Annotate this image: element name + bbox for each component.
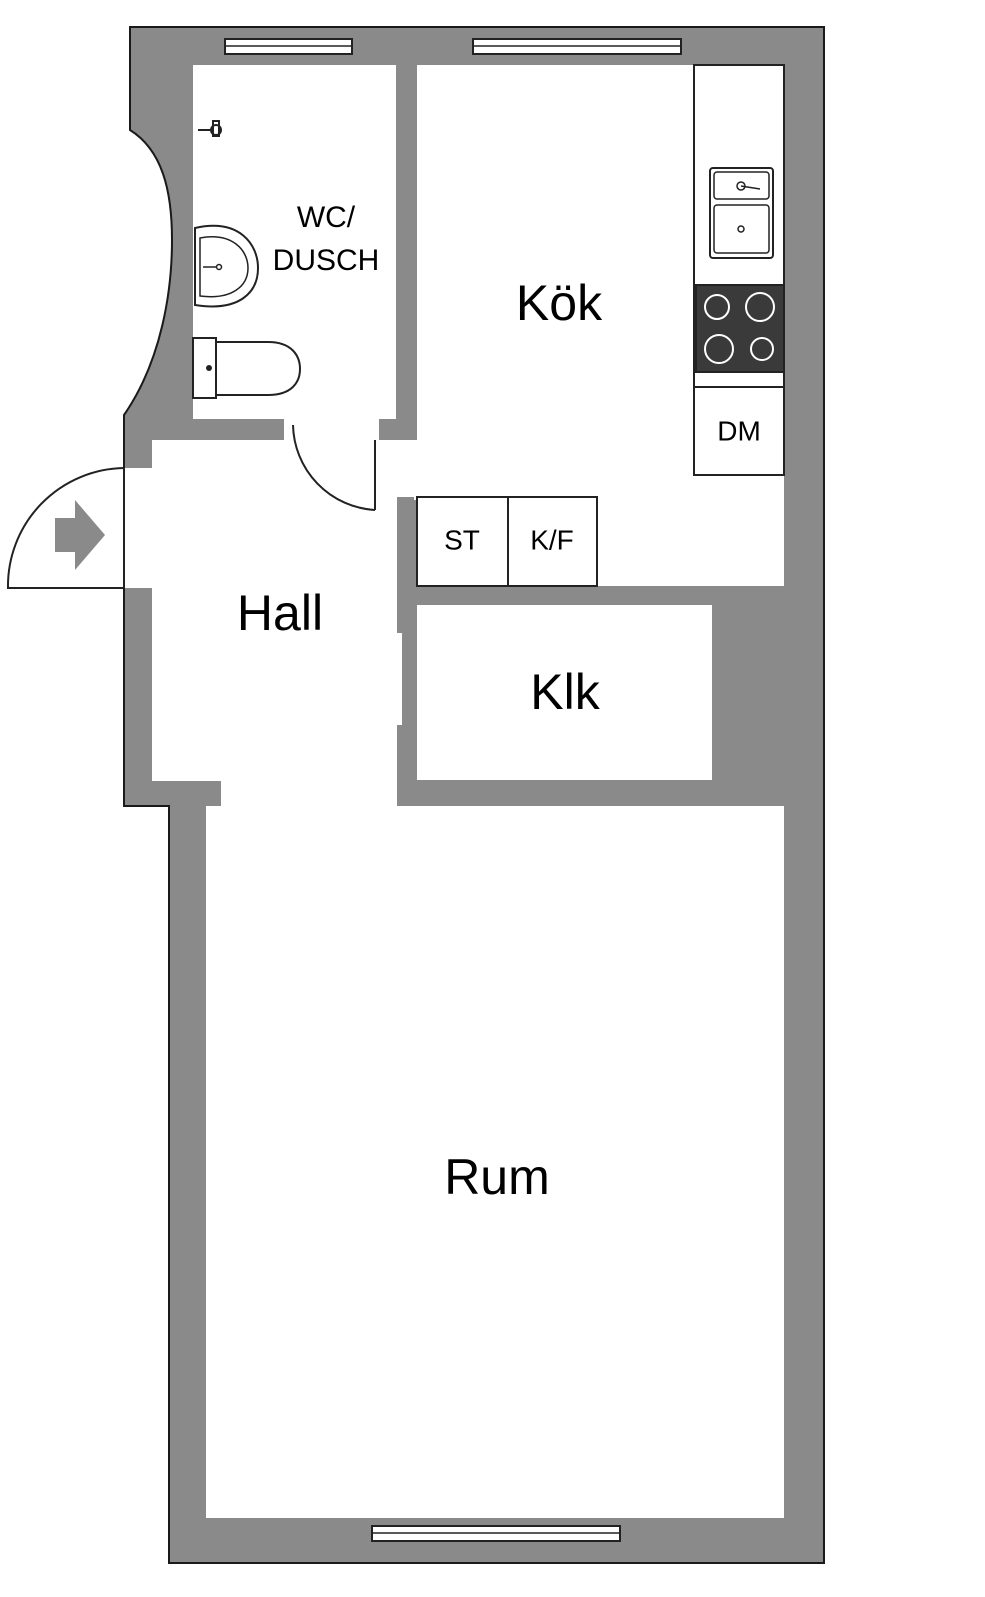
stove-tall-cabinet-label: ST (444, 524, 480, 555)
labels: WC/ DUSCH Kök Hall Klk Rum ST K/F DM (237, 201, 761, 1205)
kitchen-label: Kök (516, 275, 603, 331)
walls (123, 26, 825, 1564)
sink-icon (709, 167, 774, 259)
closet-east-mass (712, 605, 784, 806)
wc-hall-wall-left (152, 419, 284, 440)
hob-icon (695, 284, 785, 373)
kitchen-closet-wall (414, 586, 784, 605)
washbasin-icon (194, 224, 260, 308)
closet-floor (417, 605, 712, 780)
fridge-freezer (507, 496, 598, 587)
living-room-label: Rum (444, 1149, 550, 1205)
wc-hall-wall-right (379, 419, 417, 440)
hall-kitchen-opening (395, 440, 420, 500)
hall-floor (152, 440, 402, 806)
hall-east-wall-top (397, 497, 414, 633)
wc-kitchen-wall (396, 65, 417, 440)
wc-door (284, 419, 379, 511)
entrance-arrow-icon (55, 500, 105, 570)
dishwasher-label: DM (717, 415, 761, 446)
toilet-icon (192, 337, 302, 399)
closet-label: Klk (530, 664, 600, 720)
windows (224, 38, 682, 1542)
hall-east-wall-bottom (397, 725, 414, 785)
closet-south-wall (397, 780, 712, 806)
fridge-freezer-label: K/F (530, 524, 574, 555)
dishwasher (693, 386, 785, 476)
shower-tap-icon (198, 120, 222, 137)
wc-label-line2: DUSCH (273, 244, 380, 277)
wc-label-line1: WC/ (297, 201, 356, 234)
living-floor (206, 806, 784, 1518)
kitchen-cabinets (416, 496, 598, 587)
stove-tall-cabinet (416, 496, 509, 587)
hall-label: Hall (237, 585, 323, 641)
